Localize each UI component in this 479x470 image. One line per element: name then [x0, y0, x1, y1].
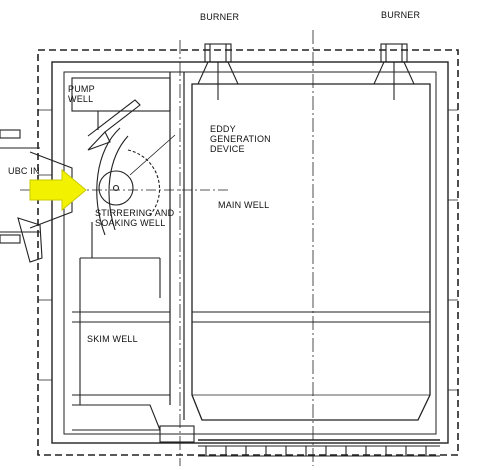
soaking-well-wall [80, 222, 161, 298]
burner-port-right [373, 43, 415, 100]
inner-wall [51, 61, 449, 444]
burner-right-label: BURNER [381, 10, 421, 20]
inner-lining [63, 71, 437, 435]
skim-well-label: SKIM WELL [87, 334, 138, 344]
main-well-outline [191, 83, 431, 421]
main-well-label: MAIN WELL [218, 200, 270, 210]
eddy-label-line3: DEVICE [210, 144, 245, 154]
bottom-base [159, 425, 440, 457]
stirring-well-label-line1: STIRRERING AND [95, 208, 175, 218]
shell-ties [38, 109, 458, 391]
pump-well-label-line2: WELL [68, 94, 94, 104]
eddy-label-line1: EDDY [210, 124, 236, 134]
skim-well-outline [72, 311, 170, 431]
eddy-generation-device [87, 99, 176, 236]
outer-shell [37, 49, 459, 456]
pump-well-label-line1: PUMP [68, 84, 95, 94]
stirring-well-label-line2: SOAKING WELL [95, 218, 166, 228]
burner-port-left [197, 43, 239, 100]
burner-left-label: BURNER [200, 12, 240, 22]
ubc-in-label: UBC IN [8, 166, 40, 176]
ubc-in-arrow [29, 168, 87, 212]
eddy-label-line2: GENERATION [210, 134, 271, 144]
